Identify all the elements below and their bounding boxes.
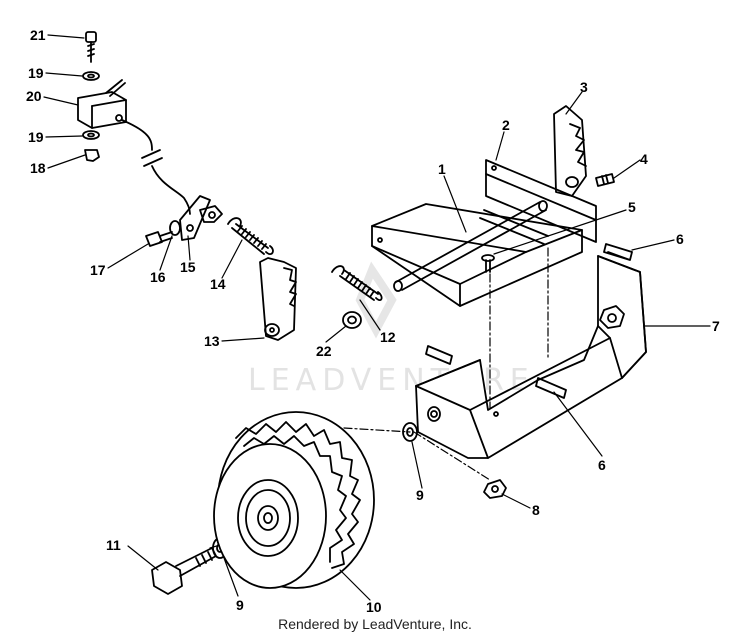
footer-credit: Rendered by LeadVenture, Inc. (278, 616, 472, 632)
part-14-spring (227, 217, 274, 256)
callout-12: 12 (380, 329, 396, 345)
part-8-nut (483, 479, 507, 499)
svg-text:LEADVENTURE: LEADVENTURE (248, 363, 535, 398)
callout-labels: 21 19 20 19 18 17 16 15 14 13 22 12 1 2 … (26, 27, 720, 615)
part-6-clip-top (603, 243, 633, 261)
callout-11: 11 (106, 537, 121, 553)
callout-14: 14 (210, 276, 226, 292)
part-19-washer-top (82, 71, 100, 81)
callout-6-top: 6 (676, 231, 684, 247)
part-20-control-block (77, 79, 127, 129)
part-3-bracket (553, 105, 587, 197)
callout-6-bottom: 6 (598, 457, 606, 473)
callout-2: 2 (502, 117, 510, 133)
callout-9-right: 9 (416, 487, 424, 503)
part-6-clip-bottom (535, 377, 567, 399)
callout-18: 18 (30, 160, 46, 176)
callout-16: 16 (150, 269, 166, 285)
callout-1: 1 (438, 161, 446, 177)
callout-19-bottom: 19 (28, 129, 44, 145)
callout-9-left: 9 (236, 597, 244, 613)
callout-10: 10 (366, 599, 382, 615)
control-cable (121, 119, 153, 151)
part-15-bracket (179, 195, 211, 241)
part-11-bolt (151, 547, 217, 595)
part-17-bolt (145, 231, 173, 247)
callout-8: 8 (532, 502, 540, 518)
callout-17: 17 (90, 262, 106, 278)
callout-leaders (43, 34, 711, 601)
callout-20: 20 (26, 88, 42, 104)
part-18-nut (84, 149, 100, 162)
part-1-axle-frame (371, 200, 583, 307)
callout-7: 7 (712, 318, 720, 334)
callout-4: 4 (640, 151, 648, 167)
callout-19-top: 19 (28, 65, 44, 81)
callout-15: 15 (180, 259, 196, 275)
part-22-washer (342, 311, 362, 329)
part-9-washer-right (402, 422, 418, 442)
part-6-clip-left (425, 345, 453, 365)
callout-21: 21 (30, 27, 46, 43)
part-12-spring (331, 265, 383, 302)
callout-5: 5 (628, 199, 636, 215)
part-16-washer (169, 220, 181, 236)
callout-13: 13 (204, 333, 220, 349)
callout-3: 3 (580, 79, 588, 95)
part-13-lever (259, 257, 297, 341)
part-10-wheel (213, 411, 375, 589)
callout-22: 22 (316, 343, 332, 359)
part-19-washer-bottom (82, 130, 100, 140)
part-21-bolt (85, 31, 97, 63)
part-5-screw (481, 254, 495, 273)
part-4-pin (595, 173, 615, 187)
part-7-wheel-housing (415, 255, 647, 459)
